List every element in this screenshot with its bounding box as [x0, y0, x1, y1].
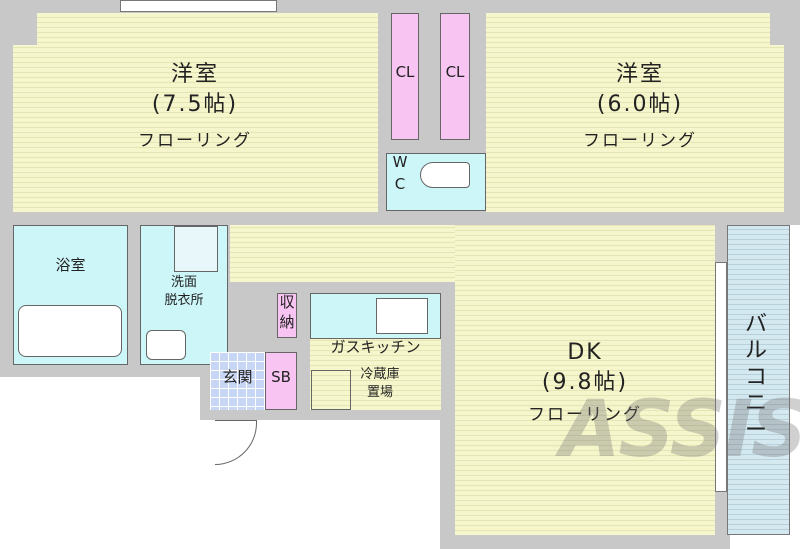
washroom-line1: 洗面: [170, 275, 197, 290]
balcony-label: バルコニー: [744, 312, 769, 443]
column: [13, 13, 37, 45]
entrance: [210, 352, 265, 410]
hallway: [230, 225, 455, 282]
room-dk: [455, 225, 715, 535]
dk-size: (9.8帖): [541, 370, 629, 395]
western1-size: (7.5帖): [151, 92, 239, 117]
washing-machine-icon: [174, 226, 218, 272]
sink-icon: [146, 330, 186, 360]
closet-1: [391, 13, 419, 140]
fridge-line2: 置場: [366, 385, 393, 400]
bath-label: 浴室: [55, 256, 86, 274]
kitchen-sink-icon: [376, 298, 428, 334]
western1-floor: フローリング: [138, 131, 252, 151]
entrance-door: [215, 420, 257, 465]
fridge-space: [311, 370, 351, 410]
storage-line2: 納: [279, 313, 295, 331]
closet-2: [440, 13, 470, 140]
balcony: [727, 225, 790, 535]
shoebox-label: SB: [271, 368, 291, 386]
storage: [277, 293, 297, 338]
western2-size: (6.0帖): [596, 92, 684, 117]
window-top: [120, 0, 277, 12]
washroom-line2: 脱衣所: [164, 293, 204, 308]
room-western-2: [486, 13, 784, 212]
western2-name: 洋室: [615, 62, 664, 87]
room-western-1: [13, 13, 378, 212]
western1-name: 洋室: [170, 62, 219, 87]
assist-watermark: ASSIST: [560, 385, 800, 475]
shoebox: [265, 352, 297, 410]
dk-name: DK: [567, 340, 603, 365]
fridge-line1: 冷蔵庫: [360, 367, 400, 382]
wc-line1: W: [392, 153, 408, 171]
dk-floor: フローリング: [528, 405, 642, 425]
wc-line2: C: [394, 175, 406, 193]
closet1-label: CL: [395, 63, 415, 81]
entrance-label: 玄関: [222, 368, 253, 386]
closet2-label: CL: [445, 63, 465, 81]
western2-floor: フローリング: [583, 131, 697, 151]
storage-line1: 収: [279, 293, 295, 311]
toilet-icon: [420, 162, 470, 188]
column: [770, 13, 800, 45]
bathtub-icon: [18, 305, 122, 357]
balcony-window: [715, 262, 727, 492]
kitchen-label: ガスキッチン: [330, 338, 421, 356]
